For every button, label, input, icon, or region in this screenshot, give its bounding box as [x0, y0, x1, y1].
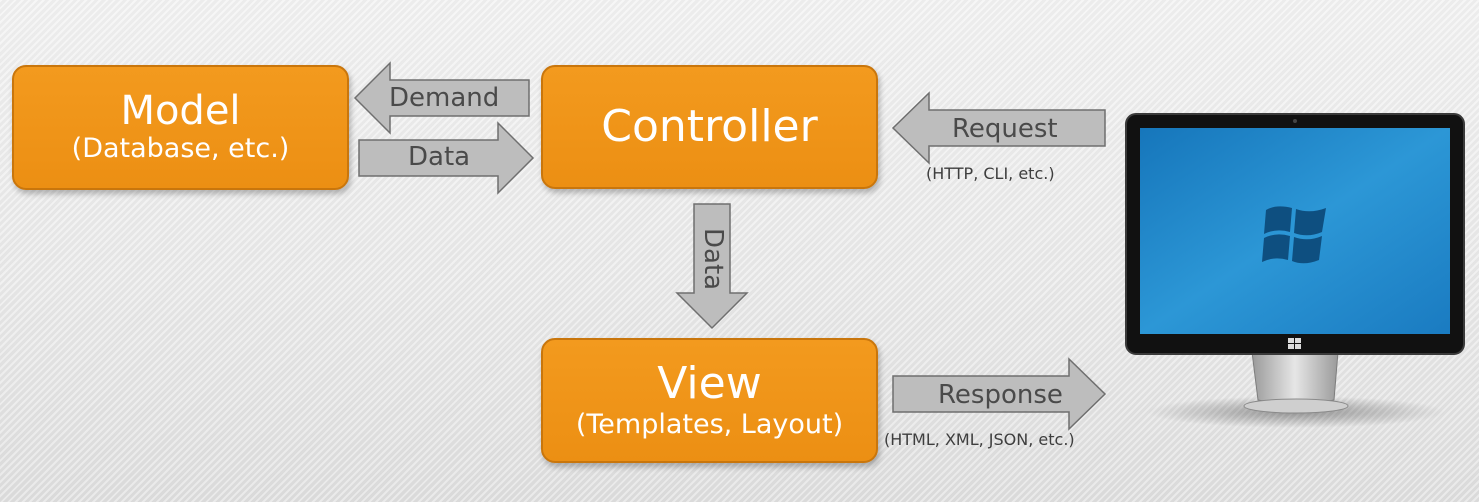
- data-to-controller-label: Data: [408, 142, 471, 172]
- response-label: Response: [938, 380, 1063, 410]
- view-box: View (Templates, Layout): [541, 338, 878, 463]
- request-arrow: [891, 91, 1106, 165]
- data-to-view-label: Data: [698, 228, 728, 291]
- request-label: Request: [952, 114, 1058, 144]
- controller-box: Controller: [541, 65, 878, 189]
- request-note: (HTTP, CLI, etc.): [926, 164, 1055, 183]
- model-box: Model (Database, etc.): [12, 65, 349, 190]
- response-note: (HTML, XML, JSON, etc.): [884, 430, 1075, 449]
- demand-arrow: [353, 61, 530, 135]
- model-subtitle: (Database, etc.): [71, 133, 290, 165]
- view-subtitle: (Templates, Layout): [575, 408, 844, 440]
- view-title: View: [657, 358, 762, 410]
- model-title: Model: [120, 88, 241, 135]
- data-to-view-arrow: [675, 203, 749, 330]
- data-to-controller-arrow: [358, 121, 535, 195]
- demand-label: Demand: [389, 83, 500, 113]
- windows-logo-icon: [1262, 206, 1326, 264]
- monitor-icon: [1124, 112, 1466, 442]
- controller-title: Controller: [601, 100, 818, 152]
- response-arrow: [892, 357, 1107, 431]
